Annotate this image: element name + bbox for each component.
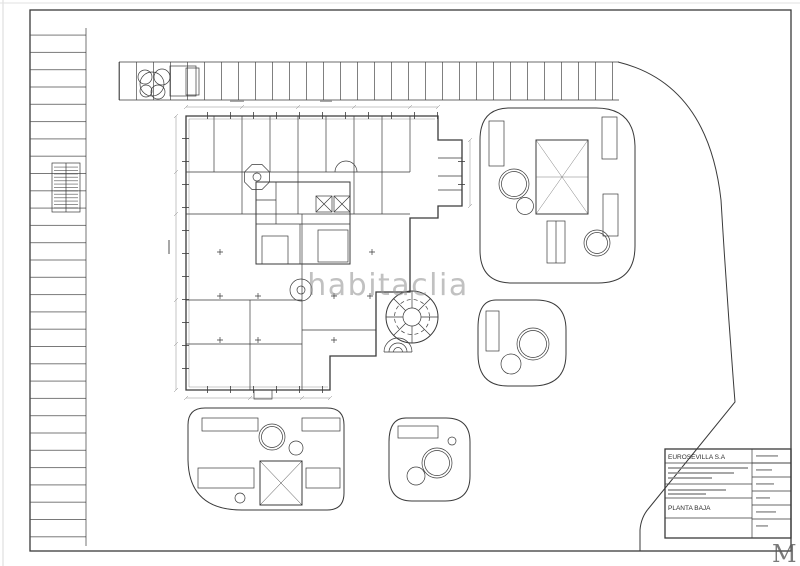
planter: [301, 417, 341, 432]
shrub-topleft: [137, 65, 200, 100]
apse-bump: [334, 160, 358, 173]
top-wall-column-ticks: [186, 112, 438, 119]
column-marks: [217, 249, 375, 343]
interior-partitions: [186, 116, 462, 390]
tree: [583, 229, 611, 257]
building-outline: [185, 115, 463, 391]
garden-pavilion: [535, 139, 589, 215]
tree: [447, 436, 457, 446]
octagonal-vestibule: [244, 164, 270, 190]
tree: [500, 353, 522, 375]
southwest-garden-plot: [187, 407, 345, 511]
planter: [305, 467, 341, 489]
planter: [397, 425, 439, 439]
right-wall-column-ticks: [458, 140, 465, 206]
tree: [516, 327, 550, 361]
tree: [516, 197, 534, 215]
tree: [421, 447, 453, 479]
south-garden-plot: [388, 417, 471, 502]
title-block-project-description: [668, 467, 748, 495]
fan-steps: [383, 337, 413, 353]
title-block-right-cells: [756, 455, 778, 527]
garden-pavilion: [259, 460, 303, 506]
title-block-drawing-title: PLANTA BAJA: [668, 505, 711, 512]
top-parking-strip: [118, 61, 619, 101]
planter: [488, 120, 505, 167]
street-boundary-curve: [617, 61, 736, 551]
tree: [498, 168, 530, 200]
title-block: EUROSEVILLA S.A PLANTA BAJA: [664, 448, 792, 539]
stair-flight-east: [317, 229, 349, 263]
left-parking-strip: [30, 28, 87, 546]
bottom-wall-column-ticks: [186, 386, 330, 393]
planter: [201, 417, 259, 432]
tree: [288, 440, 304, 456]
left-strip-detail: [51, 162, 81, 213]
circular-stair: [385, 290, 439, 344]
watermark-text: habitaclia: [307, 268, 468, 303]
tree: [406, 466, 426, 486]
planter: [602, 193, 619, 237]
tree: [234, 492, 246, 504]
east-garden-plot: [477, 299, 567, 387]
title-block-company: EUROSEVILLA S.A: [668, 454, 726, 461]
entrance-steps: [253, 389, 273, 400]
stair-flight-west: [261, 235, 289, 265]
left-wall-column-ticks: [182, 116, 189, 390]
garden-stair: [546, 220, 566, 264]
tree: [258, 423, 286, 451]
planter: [601, 116, 618, 160]
planter: [485, 310, 500, 352]
building-plan: [182, 112, 465, 400]
corner-mark: M: [772, 540, 797, 566]
dimension-lines: [168, 100, 473, 401]
round-room: [289, 278, 313, 302]
northeast-garden-plot: [479, 107, 636, 284]
planter: [197, 467, 255, 489]
stair-elevator-core: [255, 181, 351, 265]
elevator-shafts: [315, 195, 351, 213]
